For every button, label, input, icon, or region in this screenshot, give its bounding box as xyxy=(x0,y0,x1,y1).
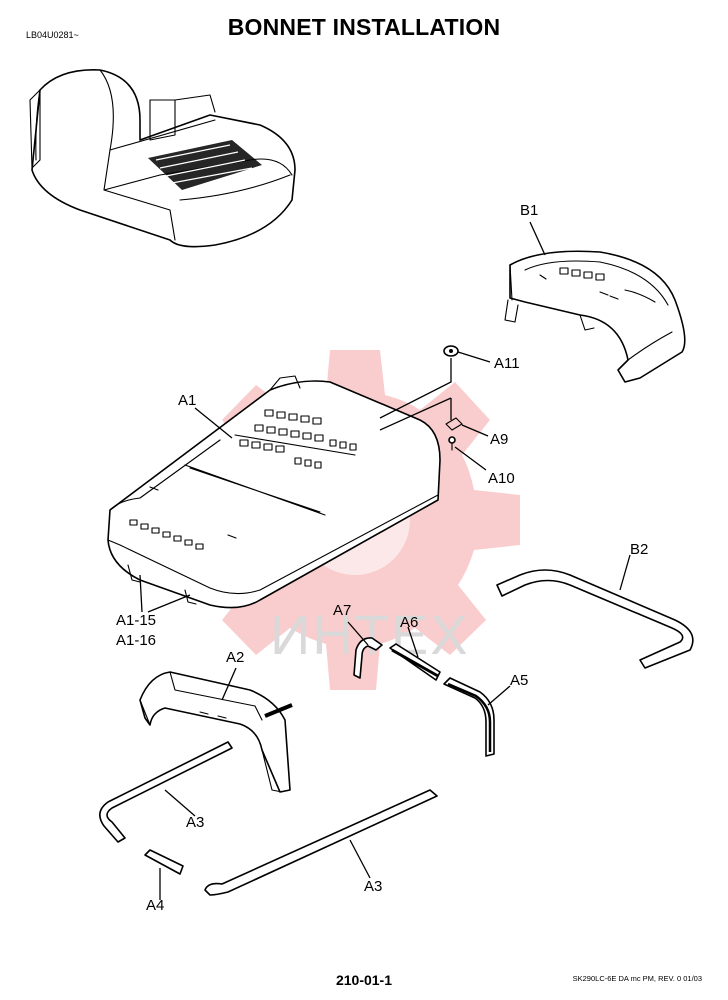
label-a1-15: A1-15 xyxy=(116,612,157,629)
drawing-code: LB04U0281~ xyxy=(26,30,79,40)
machine-overview-illustration xyxy=(29,69,296,248)
label-a6: A6 xyxy=(400,614,419,631)
part-a5 xyxy=(443,677,495,757)
label-b1: B1 xyxy=(520,202,539,219)
label-a9: A9 xyxy=(490,431,509,448)
part-a3-left xyxy=(99,741,233,843)
part-a3-right xyxy=(204,789,438,896)
label-a10: A10 xyxy=(488,470,515,487)
part-a7 xyxy=(353,637,383,679)
part-b1 xyxy=(504,250,686,383)
page-number: 210-01-1 xyxy=(335,972,393,988)
part-a6 xyxy=(389,643,441,681)
label-a1-16: A1-16 xyxy=(116,632,157,649)
watermark-text: ИНТЕХ xyxy=(270,603,470,666)
label-a3-right: A3 xyxy=(364,878,383,895)
part-a4 xyxy=(144,849,184,875)
revision-note: SK290LC-6E DA mc PM, REV. 0 01/03 xyxy=(572,974,702,983)
part-b2-seal xyxy=(496,569,694,669)
label-a2: A2 xyxy=(226,649,245,666)
part-a2-bracket xyxy=(139,671,293,793)
fastener-group xyxy=(379,345,463,451)
label-a5: A5 xyxy=(510,672,529,689)
label-a11: A11 xyxy=(494,355,520,372)
label-a3-left: A3 xyxy=(186,814,205,831)
label-a1: A1 xyxy=(178,392,197,409)
label-a4: A4 xyxy=(146,897,165,914)
leader-lines xyxy=(139,221,631,900)
label-b2: B2 xyxy=(630,541,649,558)
part-a1-bonnet xyxy=(107,375,441,609)
page-title: BONNET INSTALLATION xyxy=(227,14,501,40)
label-a7: A7 xyxy=(333,602,352,619)
